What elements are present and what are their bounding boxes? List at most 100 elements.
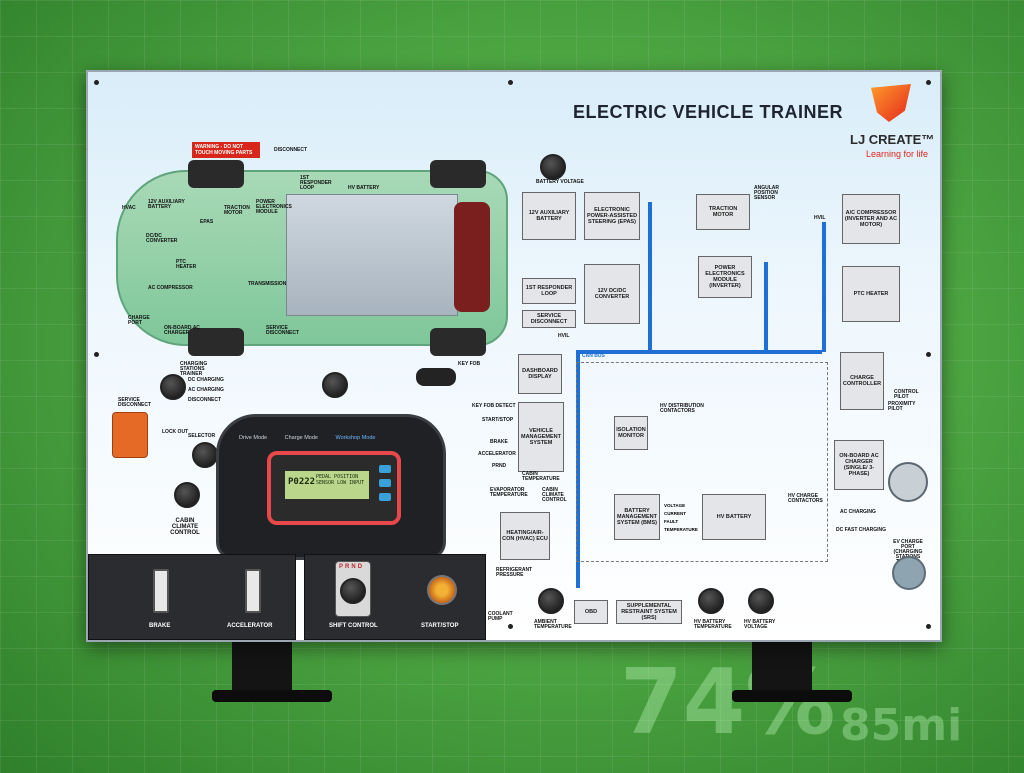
gear-d[interactable]: D bbox=[357, 564, 365, 570]
label-onboard-charger: ON-BOARD AC CHARGER bbox=[164, 325, 200, 336]
hv-battery-voltage-knob[interactable] bbox=[748, 588, 774, 614]
screw bbox=[926, 352, 931, 357]
box-onboard-charger: ON-BOARD AC CHARGER (SINGLE/ 3-PHASE) bbox=[834, 440, 884, 490]
label-brake: BRAKE bbox=[149, 623, 171, 629]
trainer-panel: ELECTRIC VEHICLE TRAINER LJ CREATE™ Lear… bbox=[86, 70, 942, 642]
shift-knob[interactable] bbox=[340, 578, 366, 604]
label-hvil-right: HVIL bbox=[814, 215, 826, 221]
bms-fault: FAULT bbox=[664, 519, 679, 524]
label-charge-port: CHARGE PORT bbox=[128, 315, 150, 326]
mode-tabs: Drive Mode Charge Mode Workshop Mode bbox=[239, 435, 391, 441]
hv-battery-temp-knob[interactable] bbox=[698, 588, 724, 614]
box-charge-controller: CHARGE CONTROLLER bbox=[840, 352, 884, 410]
gear-shift[interactable]: PRND bbox=[335, 561, 371, 617]
display-up-button[interactable] bbox=[379, 465, 391, 473]
can-bus-epas bbox=[648, 202, 652, 352]
box-traction-motor: TRACTION MOTOR bbox=[696, 194, 750, 230]
label-evaporator: EVAPORATOR TEMPERATURE bbox=[490, 487, 528, 498]
label-key-fob: KEY FOB bbox=[458, 361, 481, 367]
drive-selector-knob[interactable] bbox=[322, 372, 348, 398]
gear-r[interactable]: R bbox=[345, 564, 352, 570]
label-lock-out: LOCK OUT bbox=[162, 429, 189, 435]
label-brake-sig: BRAKE bbox=[490, 439, 508, 445]
box-dashboard-display: DASHBOARD DISPLAY bbox=[518, 354, 562, 394]
dashboard-console: Drive Mode Charge Mode Workshop Mode P02… bbox=[216, 414, 446, 560]
left-stand-foot bbox=[212, 690, 332, 702]
label-prnd-sig: PRND bbox=[492, 463, 507, 469]
label-service-disconnect-car: SERVICE DISCONNECT bbox=[266, 325, 300, 336]
label-cabin-climate: CABIN CLIMATE CONTROL bbox=[170, 518, 200, 536]
start-stop-button[interactable] bbox=[427, 575, 457, 605]
label-power-electronics: POWER ELECTRONICS MODULE bbox=[256, 199, 292, 215]
label-cabin-climate-sig: CABIN CLIMATE CONTROL bbox=[542, 487, 567, 503]
screw bbox=[508, 624, 513, 629]
label-key-fob-detect: KEY FOB DETECT bbox=[472, 403, 516, 409]
ev-charge-port[interactable] bbox=[892, 556, 926, 590]
brake-lever[interactable] bbox=[153, 569, 169, 613]
label-hv-battery-voltage: HV BATTERY VOLTAGE bbox=[744, 619, 776, 630]
key-fob[interactable] bbox=[416, 368, 456, 386]
screw bbox=[94, 80, 99, 85]
box-srs: SUPPLEMENTAL RESTRAINT SYSTEM (SRS) bbox=[616, 600, 682, 624]
tab-drive-mode[interactable]: Drive Mode bbox=[239, 435, 268, 441]
pedal-panel: BRAKE ACCELERATOR bbox=[88, 554, 296, 640]
label-aux-battery: 12V AUXILIARY BATTERY bbox=[148, 199, 185, 210]
label-shift-control: SHIFT CONTROL bbox=[329, 623, 378, 629]
logo-tagline: Learning for life bbox=[866, 149, 929, 159]
display-down-button[interactable] bbox=[379, 493, 391, 501]
rear-axle bbox=[454, 202, 490, 312]
label-transmission: TRANSMISSION bbox=[248, 281, 287, 287]
background-distance: 85mi bbox=[840, 700, 963, 751]
label-ac-charging-line: AC CHARGING bbox=[840, 509, 876, 515]
box-hv-battery: HV BATTERY bbox=[702, 494, 766, 540]
label-first-responder: 1ST RESPONDER LOOP bbox=[300, 175, 332, 191]
label-hvil-left: HVIL bbox=[558, 333, 570, 339]
box-obd: OBD bbox=[574, 600, 608, 624]
box-ptc-heater: PTC HEATER bbox=[842, 266, 900, 322]
screw bbox=[926, 80, 931, 85]
gear-p[interactable]: P bbox=[339, 564, 346, 570]
accelerator-lever[interactable] bbox=[245, 569, 261, 613]
cabin-climate-knob[interactable] bbox=[174, 482, 200, 508]
battery-voltage-knob[interactable] bbox=[540, 154, 566, 180]
box-aux-battery: 12V AUXILIARY BATTERY bbox=[522, 192, 576, 240]
box-vms: VEHICLE MANAGEMENT SYSTEM bbox=[518, 402, 564, 472]
label-proximity-pilot: PROXIMITY PILOT bbox=[888, 401, 916, 412]
label-epas: EPAS bbox=[200, 219, 214, 225]
label-ptc-heater: PTC HEATER bbox=[176, 259, 197, 270]
shift-panel: PRND SHIFT CONTROL START/STOP bbox=[304, 554, 486, 640]
gear-n[interactable]: N bbox=[351, 564, 358, 570]
dtc-code: P0222 bbox=[288, 477, 316, 487]
box-power-module: POWER ELECTRONICS MODULE (INVERTER) bbox=[698, 256, 752, 298]
box-epas: ELECTRONIC POWER-ASSISTED STEERING (EPAS… bbox=[584, 192, 640, 240]
tab-workshop-mode[interactable]: Workshop Mode bbox=[335, 435, 376, 441]
label-dc-charging: DC CHARGING bbox=[188, 377, 224, 383]
charging-mode-knob[interactable] bbox=[160, 374, 186, 400]
label-hvac: HVAC bbox=[122, 205, 136, 211]
right-stand bbox=[752, 638, 812, 700]
label-ac-compressor: AC COMPRESSOR bbox=[148, 285, 193, 291]
label-ambient-temp: AMBIENT TEMPERATURE bbox=[534, 619, 572, 630]
selector-button[interactable] bbox=[192, 442, 218, 468]
ac-charging-socket[interactable] bbox=[888, 462, 928, 502]
can-bus-horizontal bbox=[576, 350, 822, 354]
ambient-temp-knob[interactable] bbox=[538, 588, 564, 614]
service-disconnect-plug[interactable] bbox=[112, 412, 148, 458]
tab-charge-mode[interactable]: Charge Mode bbox=[284, 435, 318, 441]
vehicle-cutaway bbox=[116, 160, 508, 356]
label-hv-battery-temp: HV BATTERY TEMPERATURE bbox=[694, 619, 732, 630]
label-hv-contactors: HV DISTRIBUTION CONTACTORS bbox=[660, 403, 704, 414]
front-right-wheel bbox=[188, 328, 244, 356]
display-select-button[interactable] bbox=[379, 479, 391, 487]
box-bms: BATTERY MANAGEMENT SYSTEM (BMS) bbox=[614, 494, 660, 540]
rear-right-wheel bbox=[430, 328, 486, 356]
box-hvac-ecu: HEATING/AIR-CON (HVAC) ECU bbox=[500, 512, 550, 560]
can-bus-ac bbox=[822, 222, 826, 352]
hv-distribution-area bbox=[576, 362, 828, 562]
label-charging-stations: CHARGING STATIONS TRAINER bbox=[180, 361, 208, 377]
warning-label: WARNING - DO NOT TOUCH MOVING PARTS bbox=[192, 142, 260, 158]
box-first-responder: 1ST RESPONDER LOOP bbox=[522, 278, 576, 304]
can-bus-pem bbox=[764, 262, 768, 352]
label-dcdc: DC/DC CONVERTER bbox=[146, 233, 178, 244]
dtc-message: PEDAL POSITION SENSOR LOW INPUT bbox=[316, 474, 365, 486]
